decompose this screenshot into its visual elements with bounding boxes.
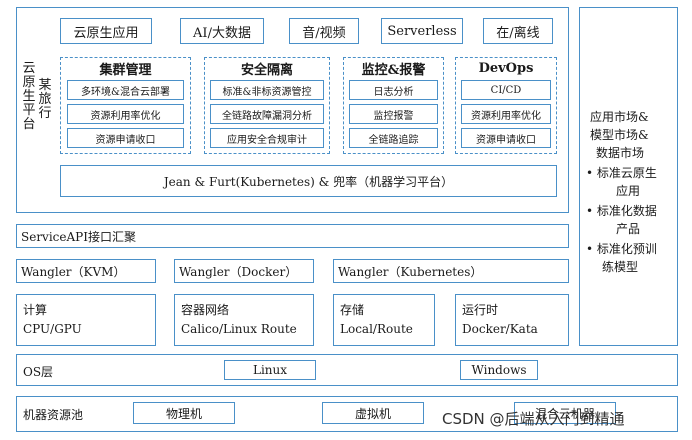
infra-runtime: 运行时 Docker/Kata bbox=[455, 294, 569, 346]
group-item: 资源利用率优化 bbox=[67, 104, 184, 124]
market-bullet: • 标准云原生 bbox=[586, 166, 657, 180]
group-title: 安全隔离 bbox=[240, 62, 293, 78]
infra-detail: Calico/Linux Route bbox=[181, 322, 297, 336]
group-item: 应用安全合规审计 bbox=[210, 128, 324, 148]
market-title-line: 应用市场& bbox=[590, 110, 649, 124]
market-bullet-cont: 产品 bbox=[616, 222, 641, 236]
group-item: 标准&非标资源管控 bbox=[210, 80, 324, 100]
wangler-docker: Wangler（Docker） bbox=[174, 259, 314, 283]
infra-detail: Docker/Kata bbox=[462, 322, 538, 336]
market-bullet-cont: 练模型 bbox=[602, 260, 639, 274]
company-label-char: 某 bbox=[38, 78, 52, 93]
app-ai-bigdata: AI/大数据 bbox=[180, 18, 264, 44]
pool-hybrid: 混合云机器 bbox=[514, 402, 616, 424]
group-item: 全链路追踪 bbox=[349, 128, 438, 148]
infra-compute: 计算 CPU/GPU bbox=[16, 294, 156, 346]
infra-title: 计算 bbox=[23, 303, 48, 317]
group-item: 资源利用率优化 bbox=[461, 104, 551, 124]
os-windows: Windows bbox=[460, 360, 538, 380]
platform-label-char: 平 bbox=[22, 103, 36, 118]
group-item: 多环境&混合云部署 bbox=[67, 80, 184, 100]
group-item: 日志分析 bbox=[349, 80, 438, 100]
pool-virtual: 虚拟机 bbox=[322, 402, 424, 424]
machine-pool-label: 机器资源池 bbox=[23, 408, 84, 422]
app-cloud-native: 云原生应用 bbox=[60, 18, 152, 44]
infra-detail: CPU/GPU bbox=[23, 322, 82, 336]
platform-label-char: 生 bbox=[22, 89, 36, 104]
market-bullet: • 标准化预训 bbox=[586, 242, 657, 256]
app-audio-video: 音/视频 bbox=[289, 18, 359, 44]
market-title-line: 数据市场 bbox=[596, 146, 645, 160]
company-label-char: 行 bbox=[38, 106, 52, 121]
company-label: 某 旅 行 bbox=[38, 79, 52, 121]
infra-title: 运行时 bbox=[462, 303, 499, 317]
group-item: CI/CD bbox=[461, 80, 551, 100]
app-online-offline: 在/离线 bbox=[483, 18, 553, 44]
os-linux: Linux bbox=[224, 360, 316, 380]
platform-bar: Jean & Furt(Kubernetes) & 兜率（机器学习平台） bbox=[60, 165, 557, 197]
market-title-line: 模型市场& bbox=[590, 128, 649, 142]
market-bullet-cont: 应用 bbox=[616, 184, 641, 198]
platform-label: 云 原 生 平 台 bbox=[22, 62, 36, 132]
group-title: 监控&报警 bbox=[361, 62, 426, 78]
group-item: 全链路故障漏洞分析 bbox=[210, 104, 324, 124]
infra-container-network: 容器网络 Calico/Linux Route bbox=[174, 294, 314, 346]
infra-storage: 存储 Local/Route bbox=[333, 294, 435, 346]
pool-physical: 物理机 bbox=[133, 402, 235, 424]
infra-title: 存储 bbox=[340, 303, 365, 317]
platform-label-char: 台 bbox=[22, 117, 36, 132]
os-layer-label: OS层 bbox=[23, 365, 54, 379]
company-label-char: 旅 bbox=[38, 92, 52, 107]
group-item: 资源申请收口 bbox=[461, 128, 551, 148]
platform-label-char: 云 bbox=[22, 61, 36, 76]
group-item: 监控报警 bbox=[349, 104, 438, 124]
group-title: DevOps bbox=[478, 60, 534, 76]
os-layer: OS层 bbox=[16, 354, 678, 386]
market-panel: 应用市场& 模型市场& 数据市场 • 标准云原生 应用 • 标准化数据 产品 •… bbox=[579, 7, 678, 346]
wangler-kvm: Wangler（KVM） bbox=[16, 259, 156, 283]
group-title: 集群管理 bbox=[99, 62, 152, 78]
platform-label-char: 原 bbox=[22, 75, 36, 90]
infra-detail: Local/Route bbox=[340, 322, 413, 336]
infra-title: 容器网络 bbox=[181, 303, 230, 317]
wangler-kubernetes: Wangler（Kubernetes） bbox=[333, 259, 569, 283]
market-bullet: • 标准化数据 bbox=[586, 204, 657, 218]
group-item: 资源申请收口 bbox=[67, 128, 184, 148]
service-api-bar: ServiceAPI接口汇聚 bbox=[16, 224, 569, 248]
csdn-watermark: CSDN @后端从入门到精通 bbox=[442, 410, 625, 428]
app-serverless: Serverless bbox=[381, 18, 463, 44]
